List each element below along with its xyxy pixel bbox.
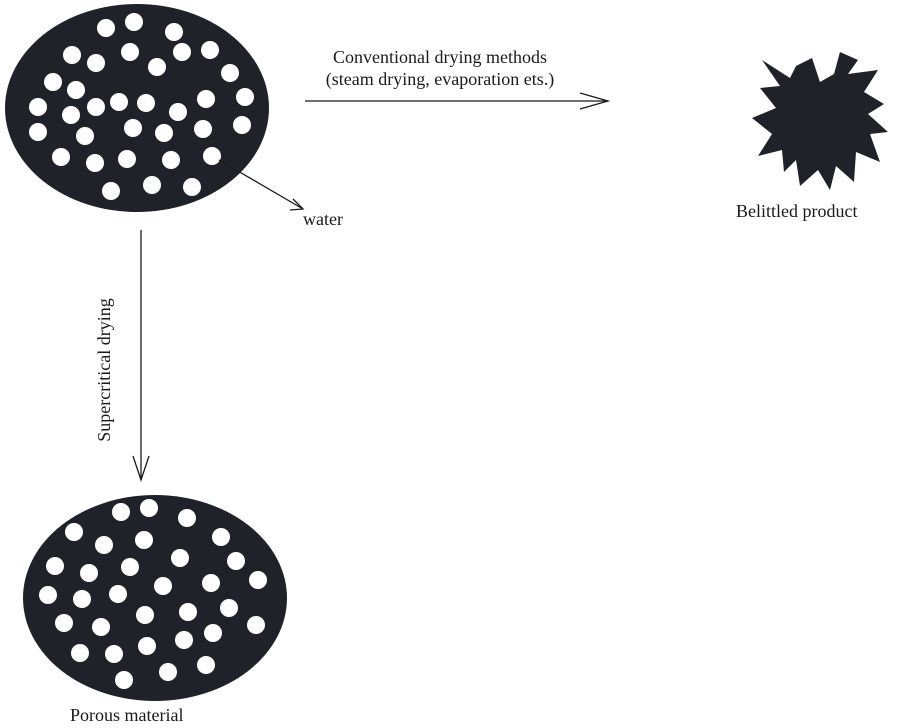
belittled-product-label: Belittled product (736, 201, 858, 221)
water-label: water (303, 209, 343, 229)
conventional-drying-arrow (305, 92, 611, 110)
air-pores (39, 499, 267, 689)
porous-material-disc (23, 495, 287, 701)
supercritical-drying-arrow (132, 230, 150, 483)
conventional-drying-label: Conventional drying methods (steam dryin… (300, 46, 580, 90)
water-pointer-arrow (218, 159, 305, 211)
supercritical-drying-label: Supercritical drying (94, 298, 114, 442)
water-pores (29, 13, 254, 200)
conventional-drying-title: Conventional drying methods (333, 47, 547, 67)
wet-material-disc (5, 4, 269, 212)
conventional-drying-examples: (steam drying, evaporation ets.) (325, 69, 555, 89)
belittled-product-shape (752, 52, 888, 190)
porous-material-label: Porous material (70, 705, 184, 725)
